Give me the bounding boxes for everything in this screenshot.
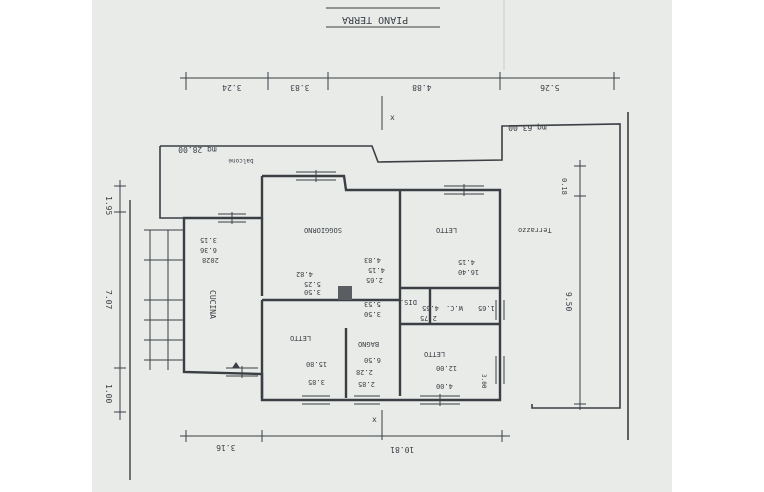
room-letto-top-name: LETTO [436,226,457,234]
external-steps [144,229,184,370]
right-dim-1: 9.50 [564,292,573,311]
room-letto-top-dim1: 4.15 [458,258,475,266]
left-dimension-line [114,180,126,420]
entry-arrow-icon [232,362,240,368]
room-cucina-sub: 3.15 [200,236,217,244]
room-letto-left-dim1: 3.85 [308,378,325,386]
room-dis-name: DIS. [400,298,417,306]
right-dimension-line [574,160,586,410]
left-dim-2: 7.07 [104,290,113,309]
section-marker-bottom: x [372,410,383,440]
room-soggiorno-area: 4.82 [296,270,313,278]
sheet-title: PIANO TERRA [342,14,408,25]
top-dim-2: 3.83 [290,83,309,92]
room-wc-dim2: 1.65 [478,304,495,312]
hall-area: 4.83 [364,256,381,264]
room-letto-right-dim2: 3.00 [480,374,487,389]
room-bagno-dim2: 2.85 [358,380,375,388]
section-marker-top: x [381,96,395,130]
bottom-dim-2: 10.81 [390,445,414,454]
column-pillar [338,286,352,300]
hall-dim1: 4.15 [368,266,385,274]
terrace-area: mq 63.00 [508,123,547,132]
room-cucina-extra: 2028 [202,256,219,264]
bottom-dim-1: 3.16 [216,443,235,452]
right-dim-2: 0.18 [560,178,568,195]
balcony-label: balcone [228,157,254,164]
hall-dim2: 2.65 [366,276,383,284]
room-letto-left-name: LETTO [290,334,311,342]
room-wc-name: W.C. [446,304,463,312]
room-letto-right-name: LETTO [424,350,445,358]
room-soggiorno-name: SOGGIORNO [304,226,342,234]
svg-text:x: x [390,113,395,122]
room-letto-right-dim1: 4.00 [436,382,453,390]
room-letto-left-area: 15.80 [306,360,327,368]
room-wc-dim1: 2.75 [420,314,437,322]
room-bagno-name: BAGNO [358,340,379,348]
room-cucina-area: 6.36 [200,246,217,254]
left-dim-3: 1.00 [104,384,113,403]
windows [218,170,505,406]
room-soggiorno-dim1: 5.25 [304,280,321,288]
bottom-dimension-line [180,430,510,442]
room-dis-dim1: 3.50 [364,310,381,318]
balcony-area: mq 28.00 [178,145,217,154]
room-soggiorno-dim2: 3.50 [304,288,321,296]
building-walls [182,174,502,402]
terrace-label: Terrazzo [518,226,552,234]
top-dim-4: 5.26 [540,83,559,92]
top-dimension-line [180,72,620,90]
room-wc-area: 4.55 [422,304,439,312]
top-dim-3: 4.88 [412,83,431,92]
left-dim-1: 1.95 [104,196,113,215]
room-bagno-dim1: 2.28 [356,368,373,376]
room-dis-area: 5.53 [364,300,381,308]
room-bagno-area: 6.50 [364,356,381,364]
room-cucina-name: CUCINA [208,290,217,319]
terrace-boundary [159,112,629,440]
top-dim-1: 3.24 [222,83,241,92]
room-letto-top-area: 16.40 [458,268,479,276]
svg-text:x: x [372,415,377,424]
room-letto-right-area: 12.00 [436,364,457,372]
